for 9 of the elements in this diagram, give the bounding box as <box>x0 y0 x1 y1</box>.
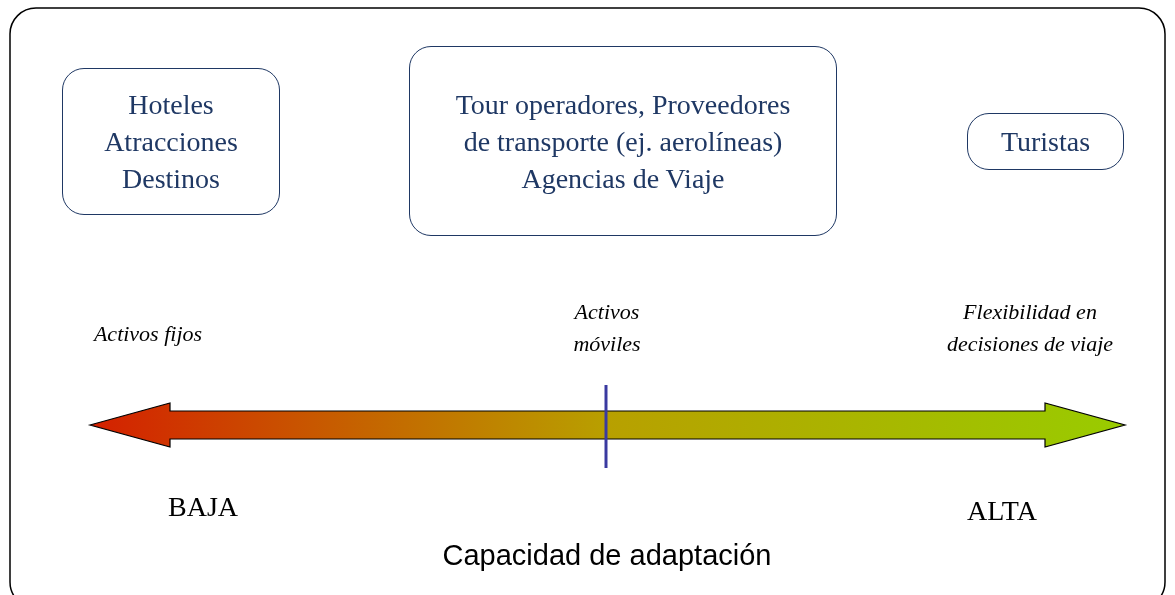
scale-note: Activos móviles <box>572 298 642 358</box>
scale-end-label: ALTA <box>966 494 1038 528</box>
rounded-box: Tour operadores, Proveedores de transporte (ej. aerolíneas) Agencias de Viaje <box>409 46 837 236</box>
scale-note: Flexibilidad en decisiones de viaje <box>945 298 1115 358</box>
scale-note: Activos fijos <box>92 320 204 348</box>
axis-title: Capacidad de adaptación <box>441 538 773 573</box>
rounded-box: Hoteles Atracciones Destinos <box>62 68 280 215</box>
scale-end-label: BAJA <box>167 490 239 524</box>
rounded-box: Turistas <box>967 113 1124 170</box>
